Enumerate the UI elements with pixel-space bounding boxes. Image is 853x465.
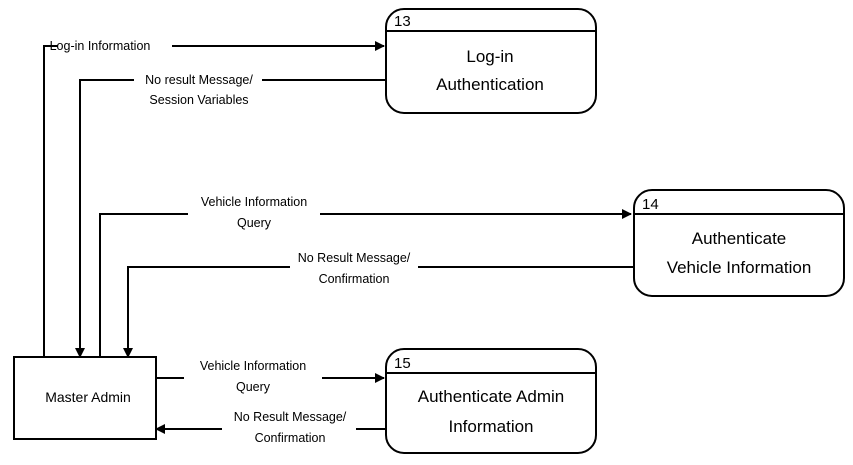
flow-label-vehicle-query-15-1: Vehicle Information: [200, 359, 306, 373]
process-14-box: [633, 189, 845, 297]
process-13-number: 13: [394, 13, 411, 30]
flow-label-login-info: Log-in Information: [50, 39, 151, 53]
flow-no-result-session-line: [80, 79, 386, 357]
process-15: 15 Authenticate Admin Information: [385, 348, 597, 454]
process-14: 14 Authenticate Vehicle Information: [633, 189, 845, 297]
flow-label-vehicle-query-15-2: Query: [236, 380, 271, 394]
flow-label-no-result-confirm-14-1: No Result Message/: [298, 251, 411, 265]
flow-label-no-result-confirm-15-2: Confirmation: [255, 431, 326, 445]
process-14-title-line-2: Vehicle Information: [667, 258, 812, 277]
process-15-title-line-1: Authenticate Admin: [418, 387, 564, 406]
process-15-number: 15: [394, 355, 411, 372]
process-14-title-line-1: Authenticate: [692, 229, 787, 248]
flow-label-no-result-confirm-15-1: No Result Message/: [234, 410, 347, 424]
process-15-box: [385, 348, 597, 454]
process-13-title-line-2: Authentication: [436, 75, 544, 94]
flow-no-result-confirm-14-line: [128, 266, 634, 357]
flow-login-info-line: [43, 45, 58, 357]
entity-box: [13, 356, 157, 440]
entity-label: Master Admin: [45, 389, 131, 405]
flow-label-vehicle-query-14-1: Vehicle Information: [201, 195, 307, 209]
flow-label-no-result-confirm-14-2: Confirmation: [319, 272, 390, 286]
process-13: 13 Log-in Authentication: [385, 8, 597, 114]
flow-vehicle-query-14-line: [99, 213, 188, 357]
process-14-number: 14: [642, 196, 659, 213]
flow-label-no-result-session-2: Session Variables: [149, 93, 248, 107]
process-15-title-line-2: Information: [448, 417, 533, 436]
entity-master-admin: Master Admin: [13, 356, 157, 440]
flow-labels: Log-in Information No result Message/ Se…: [50, 39, 411, 445]
process-13-title-line-1: Log-in: [466, 47, 513, 66]
process-13-box: [385, 8, 597, 114]
flow-label-no-result-session-1: No result Message/: [145, 73, 253, 87]
flow-lines: [43, 41, 634, 434]
flow-label-vehicle-query-14-2: Query: [237, 216, 272, 230]
